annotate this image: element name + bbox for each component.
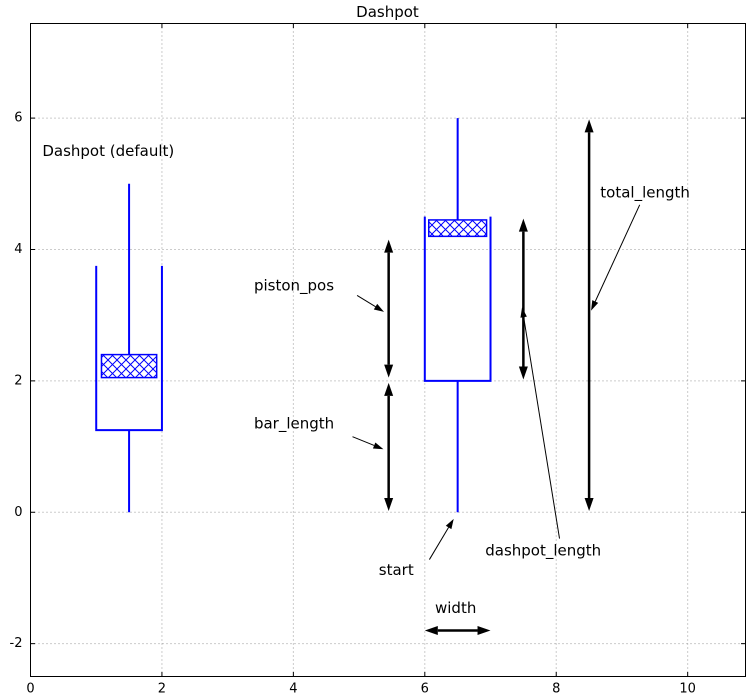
axes-frame <box>30 23 746 677</box>
annotation-arrow-total-length <box>591 204 641 311</box>
annotation-arrow-piston-pos-head <box>373 303 385 312</box>
annotation-arrow-dashpot-length <box>520 307 561 539</box>
measure-arrow-width-head <box>477 626 491 636</box>
measure-arrow-bar-length-head <box>384 382 394 396</box>
annotation-arrow-bar-length-head <box>372 442 384 450</box>
annotation-label-dashpot-default: Dashpot (default) <box>42 142 174 160</box>
measure-arrow-piston-pos <box>384 239 394 378</box>
annotation-arrow-start-shaft <box>428 527 450 560</box>
annotation-arrow-total-length-shaft <box>594 204 641 302</box>
measure-arrow-piston-pos-head <box>384 364 394 378</box>
measure-arrow-dashpot-length-head <box>518 218 528 232</box>
y-tick-label: 0 <box>14 505 22 520</box>
annotation-label-piston-pos: piston_pos <box>254 277 334 296</box>
dashpot-default <box>95 183 163 513</box>
annotation-label-bar-length: bar_length <box>254 415 334 434</box>
x-tick-label: 6 <box>421 681 429 696</box>
annotation-arrow-piston-pos <box>356 295 385 312</box>
x-tick-label: 4 <box>289 681 297 696</box>
annotation-label-total-length: total_length <box>600 183 690 202</box>
dashpot-pot <box>95 265 163 432</box>
y-tick-label: 6 <box>14 111 22 126</box>
annotation-label-start: start <box>379 561 414 579</box>
annotation-label-width: width <box>435 599 476 617</box>
annotation-arrow-start <box>428 518 454 560</box>
annotation-arrow-start-head <box>445 518 454 530</box>
x-tick-label: 10 <box>679 681 696 696</box>
measure-arrow-width-head <box>424 626 438 636</box>
x-tick-label: 2 <box>158 681 166 696</box>
annotation-arrow-dashpot-length-head <box>520 307 527 318</box>
x-tick-label: 0 <box>26 681 34 696</box>
y-tick-label: 4 <box>14 242 22 257</box>
annotation-arrow-bar-length <box>352 436 384 450</box>
measure-arrow-piston-pos-head <box>384 239 394 253</box>
dashpot-annotated <box>423 118 492 513</box>
dashpot-piston <box>427 219 488 238</box>
measure-arrow-width <box>424 626 491 636</box>
dashpot-pot <box>423 216 492 382</box>
measure-arrow-bar-length <box>384 382 394 511</box>
measure-arrow-dashpot-length-head <box>518 366 528 380</box>
annotation-arrow-piston-pos-shaft <box>356 295 376 308</box>
annotation-arrow-dashpot-length-shaft <box>523 317 561 539</box>
annotation-label-dashpot-length: dashpot_length <box>485 541 601 560</box>
y-tick-label: 2 <box>14 373 22 388</box>
measure-arrow-dashpot-length <box>518 218 528 380</box>
annotation-arrow-total-length-head <box>591 300 599 311</box>
chart-title: Dashpot <box>356 3 419 21</box>
annotation-arrow-bar-length-shaft <box>352 436 375 446</box>
dashpot-piston <box>100 353 158 379</box>
measure-arrow-bar-length-head <box>384 497 394 511</box>
y-tick-label: -2 <box>10 636 23 651</box>
measure-arrow-total-length <box>584 119 594 511</box>
measure-arrow-total-length-head <box>584 119 594 133</box>
x-tick-label: 8 <box>552 681 560 696</box>
measure-arrow-total-length-head <box>584 497 594 511</box>
